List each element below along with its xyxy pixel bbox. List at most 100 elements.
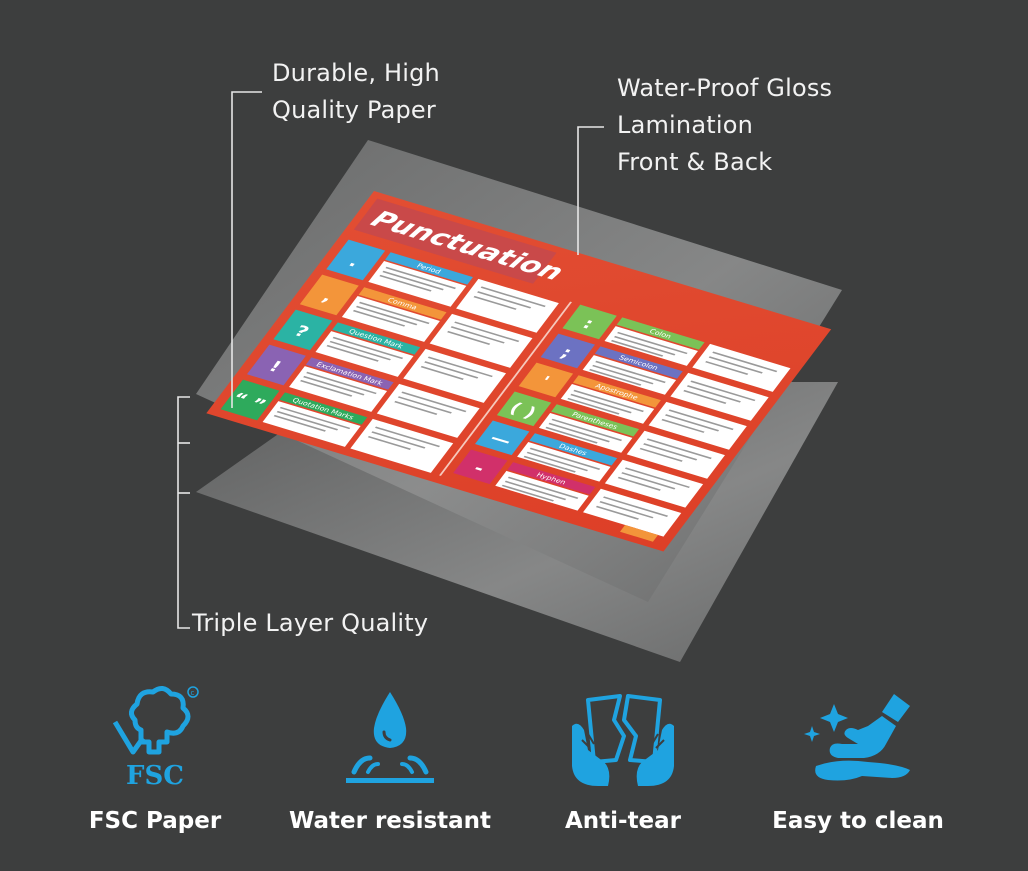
poster-text-line [382, 270, 444, 291]
poster-text-line [624, 467, 690, 489]
poster-row: -Hyphen [453, 449, 682, 537]
poster-text-line [480, 286, 546, 308]
poster-text-line [614, 335, 676, 356]
poster-name-bar [572, 375, 661, 408]
poster-symbol-tile [326, 239, 386, 281]
torn-paper-hands-icon [572, 694, 674, 786]
poster-text-line [447, 330, 491, 345]
feature-label: Anti-tear [564, 808, 682, 834]
poster-name-bar [332, 322, 421, 355]
poster-text-line [595, 505, 639, 520]
poster-symbol-tile [273, 309, 333, 351]
poster-text-line [617, 476, 661, 491]
poster-definition-card [289, 366, 388, 412]
poster-text-line [454, 321, 520, 343]
poster-row: !Exclamation Mark [246, 344, 480, 438]
poster-text-line [427, 356, 493, 378]
poster-symbol-tile [518, 362, 574, 398]
poster-definition-card [262, 401, 361, 447]
poster-text-line [708, 356, 763, 374]
poster-text-line [326, 344, 379, 362]
poster-example-card [692, 343, 791, 392]
poster-symbol: ( ) [505, 399, 540, 422]
poster-definition-card [315, 331, 414, 377]
poster-definition-card [368, 261, 467, 307]
layered-poster-diagram: Punctuation .Period,Comma?Question Mark!… [177, 91, 842, 662]
poster-text-line [686, 385, 741, 403]
poster-name-bar [358, 287, 447, 320]
poster-divider [439, 301, 572, 476]
poster-text-line [705, 360, 749, 376]
poster-name-bar [385, 252, 473, 285]
poster-text-line [300, 379, 353, 397]
poster-text-line [329, 340, 391, 361]
poster-text-line [273, 414, 326, 432]
poster-text-line [473, 295, 517, 310]
callout-line: Quality Paper [272, 96, 436, 124]
poster-text-line [279, 406, 351, 430]
poster-example-card [583, 488, 682, 537]
poster-text-line [523, 455, 576, 473]
poster-text-line [379, 274, 432, 292]
poster-text-line [401, 391, 467, 413]
poster-name-bar [279, 392, 368, 425]
callout-paper-quality: Durable, High Quality Paper [272, 55, 440, 129]
callout-line: Water-Proof Gloss [617, 74, 833, 102]
poster-text-line [529, 447, 601, 471]
poster-name-bar [305, 357, 394, 390]
poster-left-column: .Period,Comma?Question Mark!Exclamation … [220, 239, 559, 473]
poster-text-line [420, 365, 464, 380]
poster-example-card [648, 401, 747, 450]
water-drop-icon [346, 692, 434, 783]
callout-line: Lamination [617, 111, 754, 139]
poster-row: ;Semicolon [540, 333, 769, 421]
feature-anti-tear: Anti-tear [513, 680, 733, 834]
poster-text-line [595, 360, 666, 384]
poster-row: ?Question Mark [273, 309, 507, 403]
poster-text-line [665, 414, 720, 432]
poster-row: —Dashes [475, 420, 704, 508]
poster-symbol-tile [496, 391, 552, 427]
poster-text-line [477, 291, 532, 309]
poster-name-bar [507, 462, 596, 495]
poster-name-bar [594, 346, 683, 379]
poster-text-line [639, 447, 683, 462]
poster-definition-card [341, 296, 440, 342]
poster-symbol-tile [562, 304, 617, 340]
poster-text-line [683, 389, 727, 404]
poster-text-line [352, 309, 406, 327]
fsc-tree-icon: c FSC [112, 686, 199, 790]
feature-label: Easy to clean [772, 808, 944, 834]
poster-example-card [626, 430, 725, 479]
callout-line: Triple Layer Quality [192, 609, 429, 637]
svg-text:c: c [191, 689, 195, 697]
poster-text-line [507, 476, 579, 499]
poster-symbol-tile [540, 333, 595, 369]
poster-text-line [276, 410, 339, 431]
poster-text-line [501, 484, 554, 502]
poster-logo [619, 525, 658, 542]
poster-text-line [367, 435, 411, 451]
poster-right-column: :Colon;Semicolon'Apostrophe( )Parenthese… [453, 304, 791, 537]
poster-symbol-tile [475, 420, 530, 456]
poster-example-card [670, 372, 769, 421]
poster-text-line [592, 364, 654, 385]
poster-title-banner [353, 198, 557, 284]
poster-text-line [306, 371, 377, 395]
feature-water-resistant: Water resistant [280, 680, 500, 834]
poster-name-bar [529, 433, 618, 466]
poster-text-line [371, 431, 426, 449]
feature-label: FSC Paper [88, 808, 222, 834]
poster-text-line [621, 472, 676, 490]
poster-row: :Colon [562, 304, 791, 392]
poster-symbol-tile [246, 344, 306, 386]
poster-text-line [545, 426, 598, 444]
poster-text-line [617, 331, 688, 355]
poster-text-line [394, 400, 438, 415]
poster-text-line [661, 418, 705, 433]
poster-text-line [303, 375, 365, 396]
poster-text-line [548, 422, 610, 443]
poster-text-line [610, 339, 664, 357]
callout-line: Durable, High [272, 59, 440, 87]
poster-text-line [526, 451, 589, 472]
